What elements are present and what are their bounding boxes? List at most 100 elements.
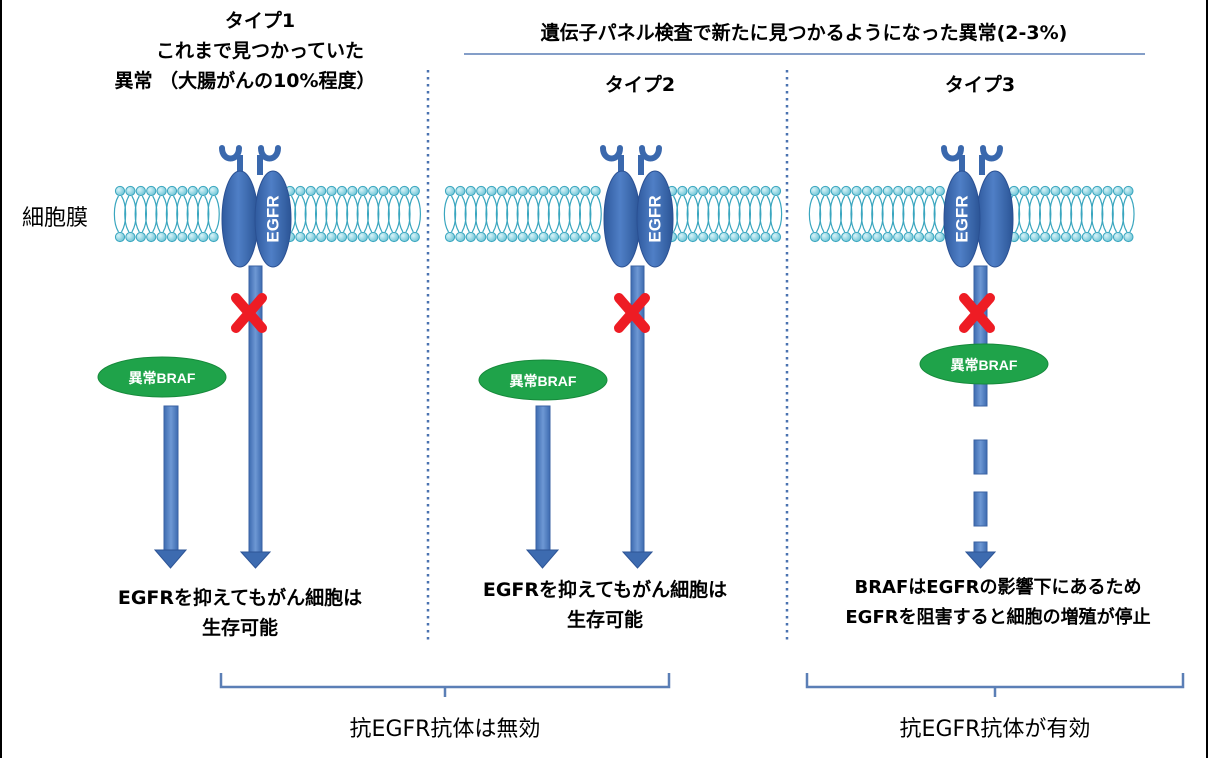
type1-result-line2: 生存可能 [201,617,278,639]
lipid-molecule [526,185,540,243]
lipid-molecule [454,185,467,243]
egfr-receptor-type3: EGFR [941,145,1014,268]
lipid-molecule [113,185,127,243]
lipid-molecule [387,185,401,243]
lipid-molecule [377,185,390,243]
lipid-molecule [748,185,762,243]
lipid-molecule [1070,185,1083,243]
lipid-molecule [464,185,478,243]
lipid-molecule [134,185,148,243]
lipid-molecule [516,185,530,243]
conclusion-ineffective: 抗EGFR抗体は無効 [349,717,541,742]
lipid-molecule [707,185,720,243]
lipid-molecule [881,185,895,243]
type3-title: タイプ3 [944,74,1016,96]
lipid-molecule [196,185,210,243]
lipid-molecule [589,185,602,243]
lipid-molecule [1101,185,1114,243]
lipid-molecule [346,185,359,243]
lipid-molecule [923,185,936,243]
egfr-label-type3: EGFR [953,195,972,242]
lipid-molecule [912,185,926,243]
block-cross-icon [959,293,995,333]
lipid-molecule [728,185,741,243]
lipid-molecule [769,185,783,243]
lipid-molecule [1080,185,1094,243]
braf-label-type1: 異常BRAF [129,370,196,386]
egfr-label-type1: EGFR [264,195,283,242]
lipid-molecule [165,185,179,243]
bracket-type-3 [805,673,1185,697]
lipid-molecule [366,185,380,243]
braf-badge-type1: 異常BRAF [97,356,227,398]
lipid-molecule [1111,185,1125,243]
braf-badge-type2: 異常BRAF [478,359,608,401]
lipid-molecule [568,185,582,243]
lipid-molecule [1028,185,1042,243]
lipid-molecule [485,185,498,243]
lipid-molecule [314,185,328,243]
type2-result-line1: EGFRを抑えてもがん細胞は [482,579,728,601]
type1-result-line1: EGFRを抑えてもがん細胞は [117,587,363,609]
lipid-molecule [829,185,843,243]
type2-result-line2: 生存可能 [566,609,643,631]
egfr-signal-arrow-type1 [239,265,272,569]
lipid-molecule [155,185,168,243]
lipid-molecule [186,185,200,243]
lipid-molecule [356,185,370,243]
lipid-molecule [325,185,338,243]
lipid-molecule [871,185,884,243]
membrane-label: 細胞膜 [22,206,89,231]
lipid-molecule [738,185,752,243]
lipid-molecule [676,185,689,243]
lipid-molecule [506,185,519,243]
lipid-molecule [495,185,509,243]
lipid-molecule [850,185,863,243]
lipid-molecule [294,185,307,243]
lipid-molecule [902,185,915,243]
type1-subtitle-line2: 異常 （大腸がんの10%程度） [114,70,376,92]
block-cross-icon [614,293,650,333]
type1-subtitle-line1: これまで見つかっていた [155,40,365,62]
lipid-molecule [1038,185,1052,243]
braf-signal-arrow-type2 [525,405,560,569]
lipid-molecule [558,185,571,243]
type3-result-line1: BRAFはEGFRの影響下にあるため [854,577,1142,598]
lipid-molecule [207,185,220,243]
type3-result-line2: EGFRを阻害すると細胞の増殖が停止 [845,607,1151,628]
lipid-molecule [1049,185,1062,243]
lipid-molecule [578,185,592,243]
lipid-molecule [398,185,411,243]
block-cross-icon [231,293,267,333]
lipid-molecule [443,185,457,243]
braf-label-type3: 異常BRAF [951,357,1018,373]
egfr-receptor-type1: EGFR [219,145,292,268]
lipid-molecule [1059,185,1073,243]
lipid-molecule [839,185,853,243]
lipid-molecule [686,185,700,243]
egfr-signal-arrow-type2 [621,265,654,569]
egfr-label-type2: EGFR [646,195,665,242]
lipid-molecule [1018,185,1031,243]
lipid-molecule [819,185,832,243]
braf-badge-type3: 異常BRAF [919,343,1049,385]
lipid-molecule [474,185,488,243]
lipid-molecule [808,185,822,243]
braf-signal-arrow-type1 [153,405,188,569]
lipid-molecule [860,185,874,243]
lipid-molecule [335,185,349,243]
lipid-molecule [1122,185,1135,243]
type2-title: タイプ2 [604,74,676,96]
bracket-types-1-2 [219,673,671,697]
type1-title: タイプ1 [224,10,296,32]
lipid-molecule [408,185,422,243]
lipid-molecule [759,185,772,243]
lipid-molecule [537,185,550,243]
egfr-receptor-type2: EGFR [600,145,674,268]
lipid-molecule [696,185,710,243]
lipid-molecule [717,185,731,243]
lipid-molecule [144,185,158,243]
conclusion-effective: 抗EGFR抗体が有効 [899,717,1091,742]
